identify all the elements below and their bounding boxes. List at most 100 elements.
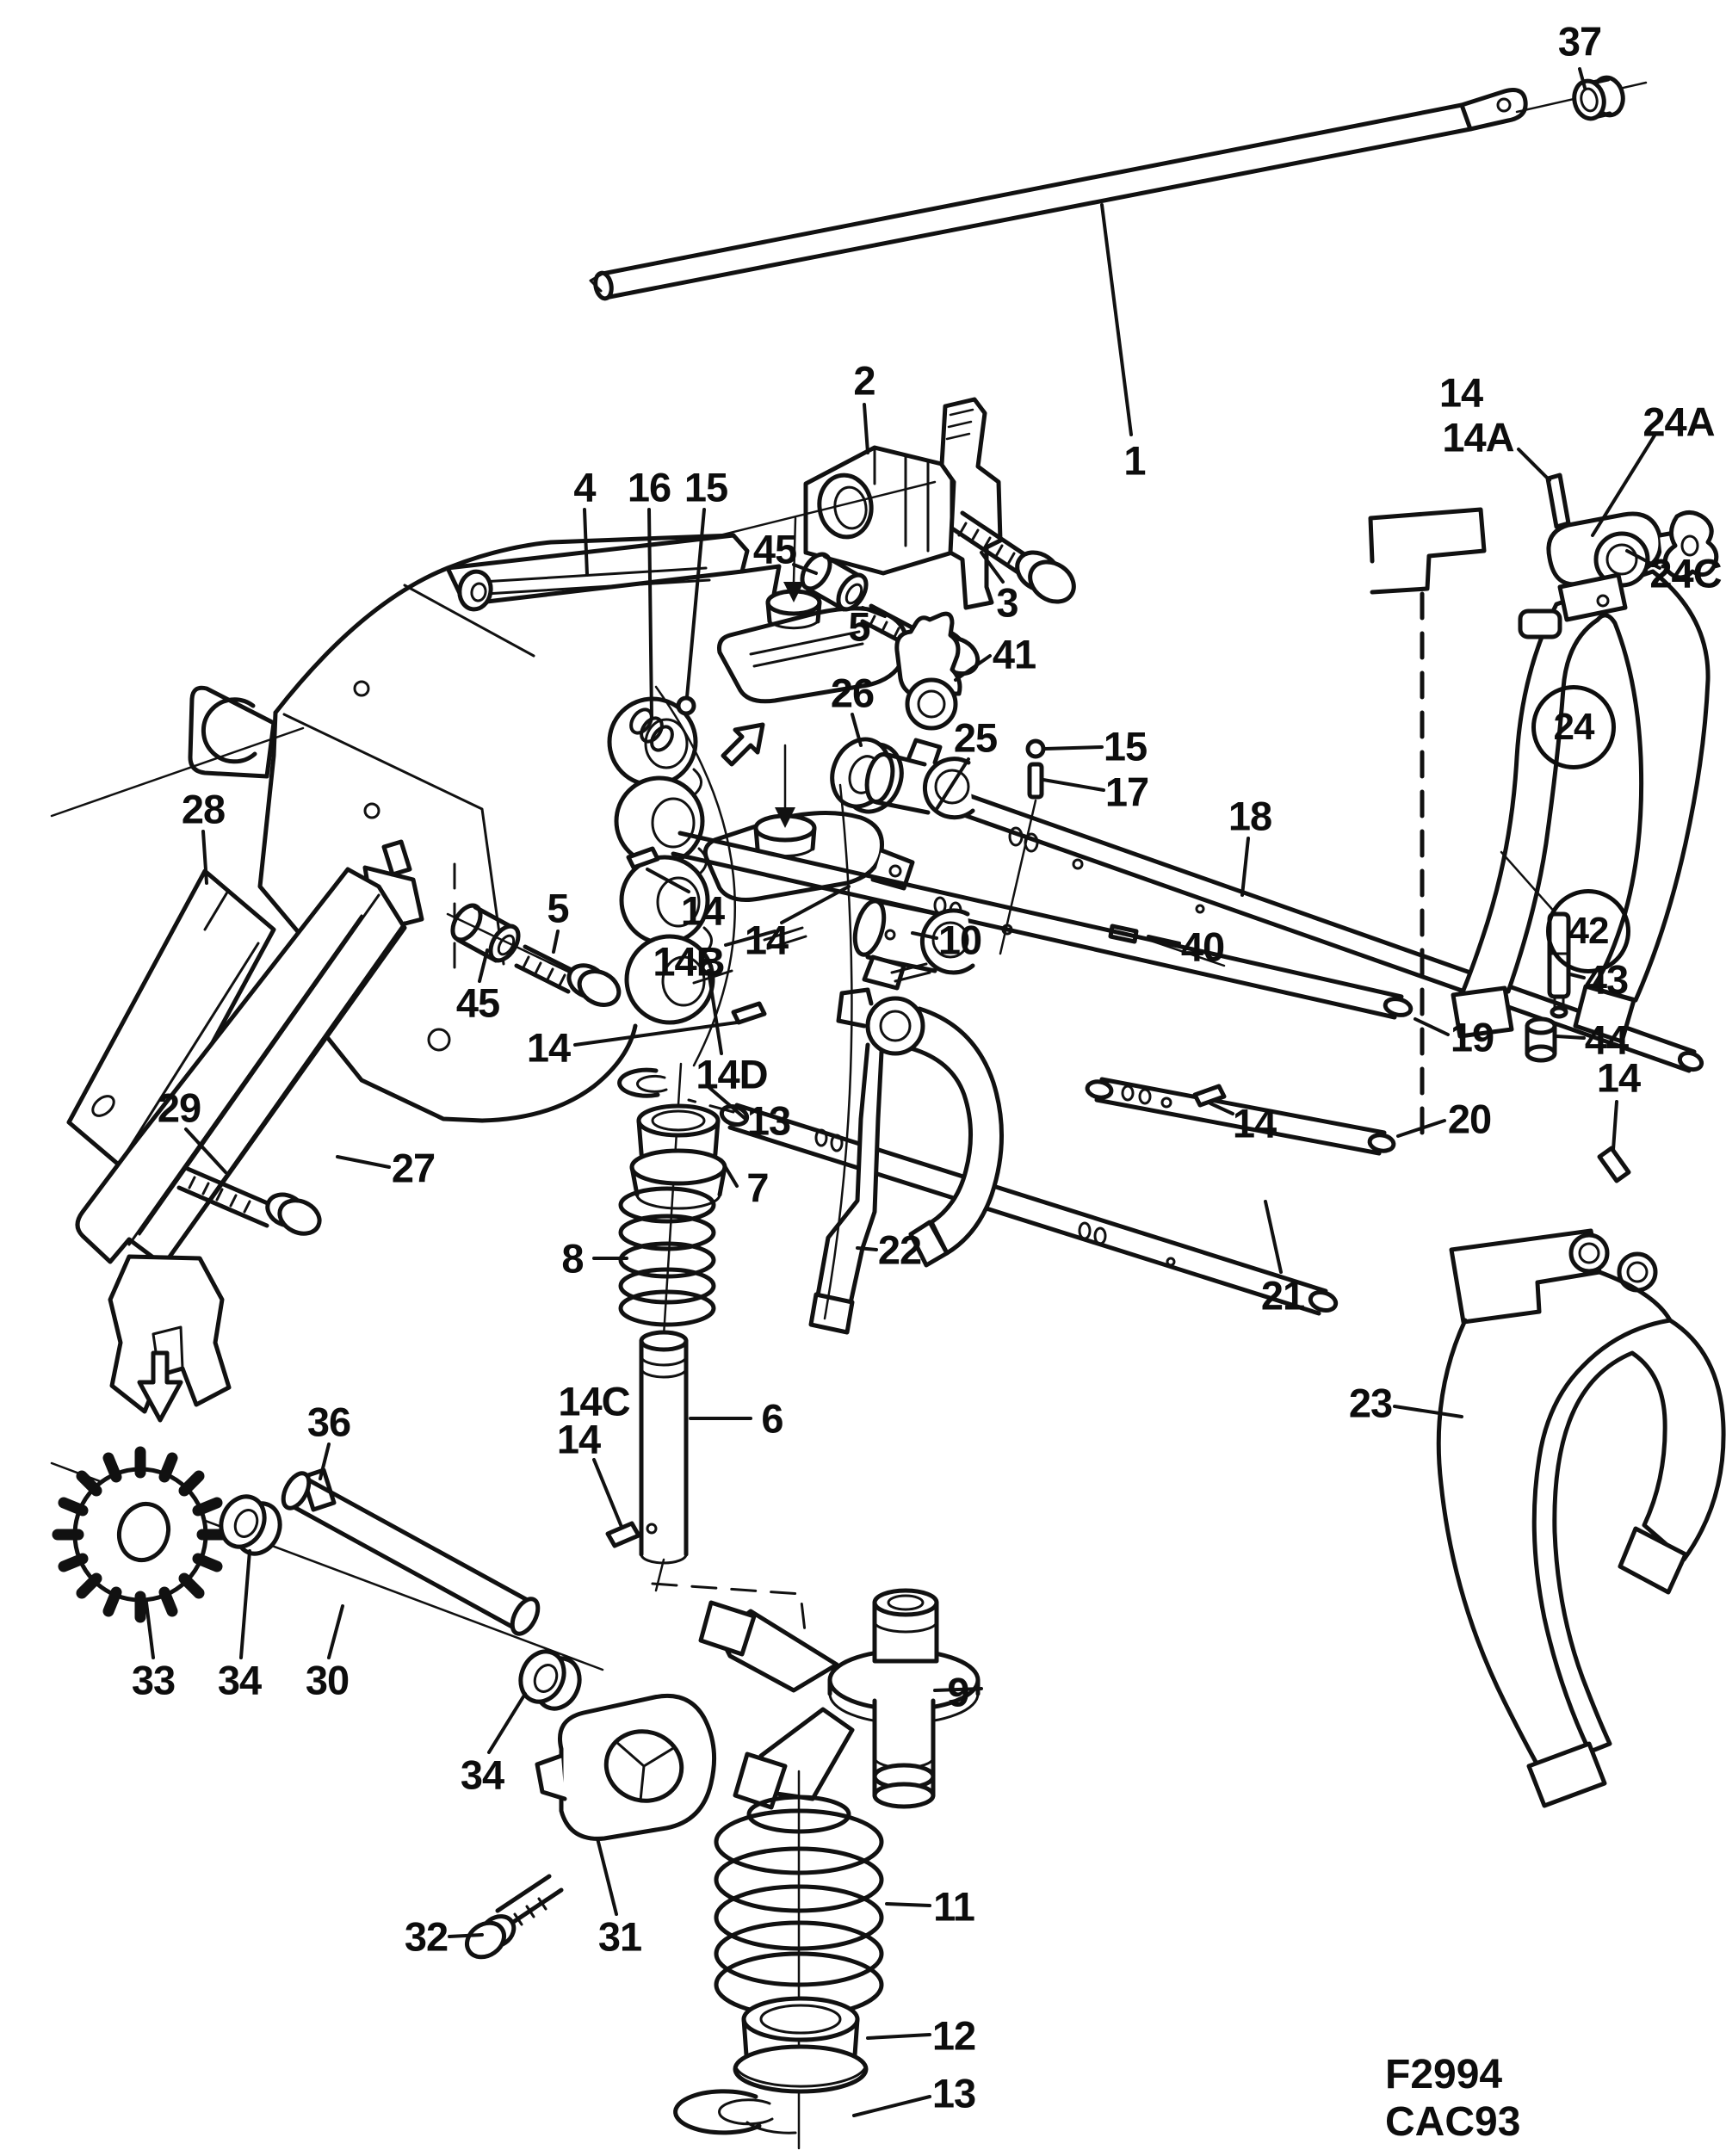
leader-13-59	[852, 2095, 931, 2117]
leader-20-40	[1396, 1119, 1446, 1138]
callout-22-32: 22	[877, 1226, 922, 1273]
circlip-13-upper	[617, 1067, 668, 1098]
leader-14a-16	[1517, 448, 1551, 482]
cup-7	[629, 1103, 727, 1210]
leader-44-38	[1555, 1035, 1586, 1040]
leader-14-39	[1612, 1100, 1618, 1152]
shift-fork-23	[1436, 1228, 1726, 1808]
frame-bracket-4	[50, 533, 819, 1123]
callout-20-40: 20	[1447, 1096, 1492, 1142]
callout-36-48: 36	[306, 1399, 351, 1445]
callout-27-22: 27	[391, 1145, 436, 1191]
leader-9-55	[933, 1687, 983, 1692]
leader-14-26	[646, 868, 690, 893]
leader-14-25	[573, 1021, 739, 1047]
bushing-34a	[219, 1494, 282, 1556]
callout-45-7: 45	[752, 526, 797, 572]
leader-1-1	[1100, 203, 1133, 436]
callout-23-43: 23	[1348, 1380, 1393, 1426]
leader-5-23	[552, 930, 560, 954]
bushing-37	[1572, 75, 1625, 121]
leader-29-21	[184, 1127, 227, 1174]
dashed-route	[651, 1582, 807, 1640]
leader-15-12	[1043, 745, 1104, 751]
gear-33	[50, 1446, 604, 1671]
callout-34-52: 34	[460, 1751, 504, 1798]
leader-28-20	[201, 830, 208, 885]
leader-15-6	[685, 508, 706, 699]
callout-41-9: 41	[992, 631, 1036, 677]
bolt-29	[176, 1166, 322, 1236]
callout-6-47: 6	[761, 1395, 783, 1442]
leader-24a-17	[1591, 434, 1656, 537]
bolt-3	[950, 510, 1076, 604]
leader-10-33	[911, 931, 938, 940]
leader-13-30	[706, 1084, 747, 1121]
shift-fork-22	[808, 987, 1004, 1335]
leader-26-10	[851, 713, 863, 747]
callout-8-44: 8	[561, 1235, 584, 1282]
callout-14c-45: 14C	[558, 1378, 630, 1424]
bolt-5-left	[514, 944, 622, 1007]
callout-14-26: 14	[680, 887, 725, 934]
selector-arm-9	[698, 1588, 981, 1810]
callout-12-58: 12	[931, 2012, 976, 2059]
channel-bracket-27	[75, 839, 424, 1423]
leader-25-11	[935, 757, 970, 811]
jaw-sleeve-10	[852, 898, 975, 991]
callout-28-20: 28	[181, 786, 226, 832]
leader-22-32	[856, 1246, 878, 1251]
callout-4-4: 4	[573, 464, 596, 510]
rod-30	[281, 1471, 541, 1636]
leader-21-42	[1264, 1200, 1283, 1274]
callout-44-38: 44	[1584, 1016, 1629, 1063]
callout-14-41: 14	[1232, 1100, 1277, 1146]
clamp-41	[894, 611, 962, 731]
bushing-34b	[518, 1649, 582, 1711]
figure-code: F2994 CAC93	[1385, 2052, 1521, 2145]
leader-37-0	[1578, 67, 1587, 90]
leader-11-57	[885, 1902, 931, 1907]
leader-34-52	[487, 1692, 527, 1754]
callout-24a-17: 24A	[1642, 398, 1715, 445]
sleeve-44	[1525, 1016, 1557, 1063]
detent-spring-16	[629, 695, 696, 752]
callout-9-55: 9	[947, 1669, 969, 1715]
callout-45-24: 45	[455, 979, 500, 1026]
leader-34-50	[239, 1549, 251, 1659]
selector-rod-1	[589, 81, 1648, 301]
leader-30-51	[327, 1604, 344, 1659]
leader-12-58	[866, 2033, 931, 2040]
callout-37-0: 37	[1557, 18, 1602, 65]
plunger-45-left	[446, 903, 604, 990]
callout-14a-16: 14A	[1442, 414, 1514, 460]
leader-45-7	[792, 563, 818, 575]
leader-43-36	[1568, 973, 1586, 979]
leader-14b-28	[724, 930, 776, 947]
leader-19-37	[1414, 1017, 1450, 1036]
callout-33-49: 33	[131, 1657, 176, 1703]
callout-26-10: 26	[830, 670, 875, 716]
detent-ball-15-pin-17	[999, 738, 1046, 955]
leader-14-27	[780, 885, 851, 924]
callout-15-12: 15	[1103, 723, 1148, 769]
bolt-32	[465, 1874, 564, 1960]
leader-41-9	[954, 654, 992, 682]
leader-14d-29	[707, 969, 723, 1055]
callout-13-30: 13	[746, 1097, 791, 1144]
callout-29-21: 29	[157, 1084, 201, 1131]
callout-14-25: 14	[526, 1024, 571, 1071]
callout-14-39: 14	[1596, 1054, 1641, 1101]
leader-2-2	[863, 403, 869, 454]
selector-rail-20	[1085, 1077, 1396, 1156]
callout-40-34: 40	[1180, 924, 1225, 970]
callout-30-51: 30	[305, 1657, 350, 1703]
callout-16-5: 16	[627, 464, 671, 510]
callout-42-35: 42	[1546, 889, 1630, 973]
leader-31-54	[596, 1837, 618, 1916]
leader-4-4	[583, 508, 589, 577]
callout-11-57: 11	[933, 1883, 975, 1930]
callout-18-14: 18	[1228, 793, 1272, 839]
wing-piece-24c	[1662, 510, 1719, 580]
